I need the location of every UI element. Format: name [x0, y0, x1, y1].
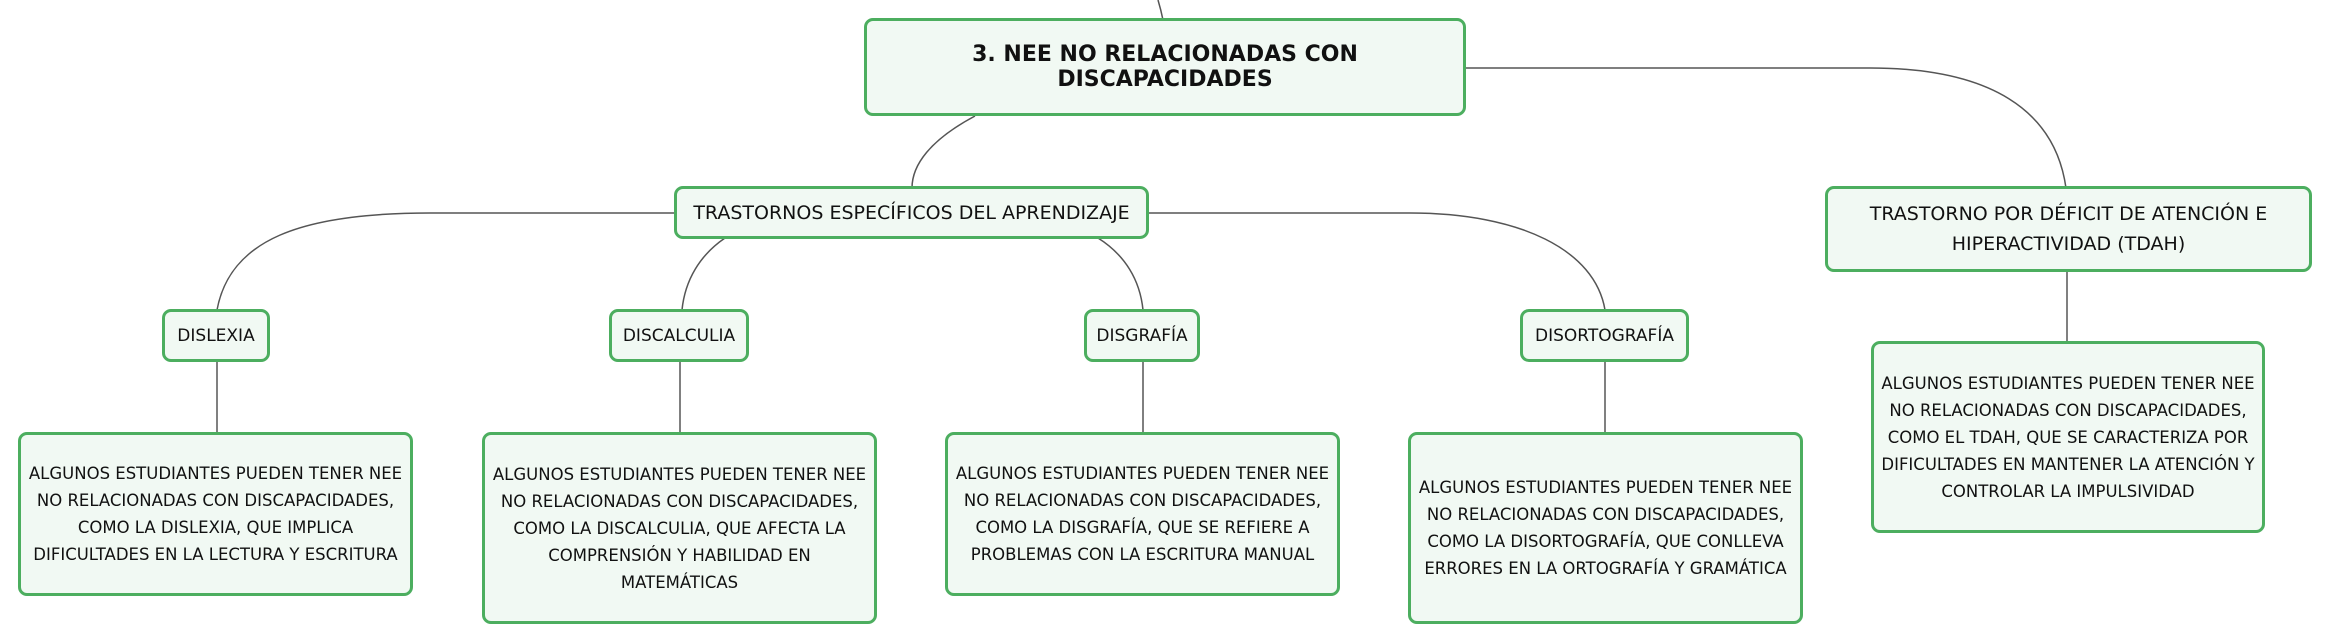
tdah-node-label: TRASTORNO POR DÉFICIT DE ATENCIÓN E HIPE… — [1869, 203, 2268, 255]
root-node-label: 3. NEE NO RELACIONADAS CON DISCAPACIDADE… — [972, 42, 1358, 92]
disortografia-description-node[interactable]: ALGUNOS ESTUDIANTES PUEDEN TENER NEE NO … — [1408, 432, 1803, 624]
disgrafia-node[interactable]: DISGRAFÍA — [1084, 309, 1200, 362]
tea-node-label: TRASTORNOS ESPECÍFICOS DEL APRENDIZAJE — [693, 201, 1130, 224]
disortografia-node[interactable]: DISORTOGRAFÍA — [1520, 309, 1689, 362]
connector-root-to-tdah — [1466, 67, 2067, 189]
connector-tea-to-disortografia — [1147, 212, 1606, 311]
connector-parent-to-root — [1157, 0, 1164, 21]
disgrafia-node-label: DISGRAFÍA — [1096, 325, 1188, 346]
connector-root-to-tea — [911, 115, 976, 189]
connector-tea-to-disgrafia — [1097, 237, 1144, 311]
discalculia-description-text: ALGUNOS ESTUDIANTES PUEDEN TENER NEE NO … — [492, 464, 867, 592]
dislexia-description-text: ALGUNOS ESTUDIANTES PUEDEN TENER NEE NO … — [28, 464, 403, 564]
dislexia-description-node[interactable]: ALGUNOS ESTUDIANTES PUEDEN TENER NEE NO … — [18, 432, 413, 596]
root-node[interactable]: 3. NEE NO RELACIONADAS CON DISCAPACIDADE… — [864, 18, 1466, 116]
disortografia-description-text: ALGUNOS ESTUDIANTES PUEDEN TENER NEE NO … — [1418, 478, 1793, 578]
tdah-description-node[interactable]: ALGUNOS ESTUDIANTES PUEDEN TENER NEE NO … — [1871, 341, 2265, 533]
tdah-description-text: ALGUNOS ESTUDIANTES PUEDEN TENER NEE NO … — [1881, 373, 2255, 501]
discalculia-node[interactable]: DISCALCULIA — [609, 309, 749, 362]
discalculia-description-node[interactable]: ALGUNOS ESTUDIANTES PUEDEN TENER NEE NO … — [482, 432, 877, 624]
dislexia-node-label: DISLEXIA — [177, 325, 255, 346]
connector-tea-to-discalculia — [681, 237, 726, 311]
tea-node[interactable]: TRASTORNOS ESPECÍFICOS DEL APRENDIZAJE — [674, 186, 1149, 239]
tdah-node[interactable]: TRASTORNO POR DÉFICIT DE ATENCIÓN E HIPE… — [1825, 186, 2312, 272]
dislexia-node[interactable]: DISLEXIA — [162, 309, 270, 362]
disgrafia-description-text: ALGUNOS ESTUDIANTES PUEDEN TENER NEE NO … — [955, 464, 1330, 564]
discalculia-node-label: DISCALCULIA — [622, 325, 736, 346]
disortografia-node-label: DISORTOGRAFÍA — [1535, 325, 1674, 346]
disgrafia-description-node[interactable]: ALGUNOS ESTUDIANTES PUEDEN TENER NEE NO … — [945, 432, 1340, 596]
connector-tea-to-dislexia — [216, 212, 676, 311]
